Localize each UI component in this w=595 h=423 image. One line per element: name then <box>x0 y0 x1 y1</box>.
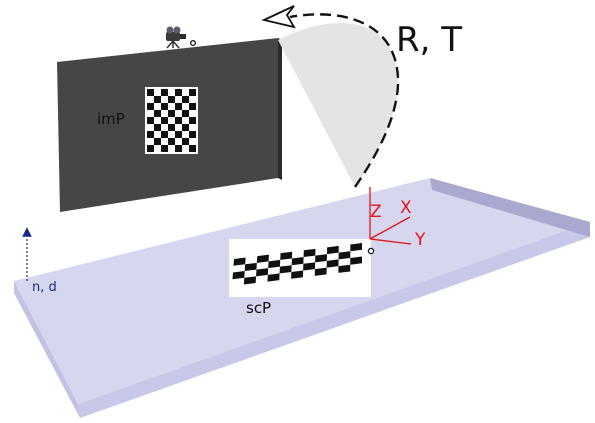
transform-arrowhead <box>261 5 296 29</box>
projected-square <box>267 273 280 282</box>
checker-square <box>168 96 175 103</box>
checker-square <box>154 138 161 145</box>
checker-square <box>175 117 182 124</box>
projected-square <box>244 262 257 272</box>
checker-square <box>175 145 182 152</box>
projected-square <box>233 257 246 266</box>
ground-plane <box>14 178 590 418</box>
checker-square <box>189 145 196 152</box>
projected-square <box>279 265 292 274</box>
ground-front-face <box>14 281 80 418</box>
projected-square <box>256 254 269 263</box>
projected-square <box>280 251 293 260</box>
scene-plane-label: scP <box>246 299 271 317</box>
checker-square <box>161 131 168 138</box>
transform-arc-line <box>289 13 400 188</box>
projected-square <box>314 267 327 276</box>
checker-square <box>154 110 161 117</box>
checker-square <box>175 103 182 110</box>
checker-square <box>147 103 154 110</box>
projected-square <box>256 268 269 277</box>
projected-square <box>291 270 304 279</box>
axis-x-line <box>369 216 411 240</box>
checker-square <box>147 131 154 138</box>
checker-square <box>182 138 189 145</box>
transform-label: R, T <box>396 20 462 60</box>
checker-square <box>189 117 196 124</box>
projected-square <box>291 257 304 266</box>
checker-square <box>147 145 154 152</box>
checker-square <box>168 138 175 145</box>
projected-square <box>243 276 257 285</box>
axis-x-label: X <box>400 198 412 218</box>
axis-y-label: Y <box>414 230 426 250</box>
checker-square <box>147 89 154 96</box>
checker-square <box>189 103 196 110</box>
ground-bottom-face <box>78 222 590 418</box>
projected-square <box>303 262 316 271</box>
projected-square <box>232 271 245 280</box>
projected-square <box>350 243 362 252</box>
checker-square <box>147 117 154 124</box>
projected-square <box>303 248 316 258</box>
image-plane-wall: imP <box>57 38 282 212</box>
checker-square <box>161 117 168 124</box>
checkerboard-pattern <box>147 89 196 152</box>
projected-square <box>326 245 339 255</box>
checker-square <box>175 89 182 96</box>
checker-square <box>161 145 168 152</box>
projected-square <box>268 259 281 269</box>
projected-square <box>338 264 351 273</box>
normal-label: n, d <box>32 280 57 295</box>
checker-square <box>182 96 189 103</box>
ground-back-side <box>430 178 590 237</box>
world-axes <box>369 187 412 245</box>
checker-square <box>168 124 175 131</box>
checker-square <box>189 89 196 96</box>
checker-square <box>189 131 196 138</box>
projected-square <box>326 259 339 268</box>
checker-square <box>154 96 161 103</box>
camera-icon <box>166 26 197 49</box>
origin-marker <box>367 247 375 255</box>
checker-square <box>182 124 189 131</box>
axis-y-line <box>369 238 412 245</box>
transform-arc <box>261 5 400 188</box>
projected-square <box>315 254 327 263</box>
projected-pattern <box>232 243 362 285</box>
checker-square <box>154 124 161 131</box>
scene-plane <box>229 239 375 297</box>
checker-square <box>168 110 175 117</box>
projected-square <box>338 251 351 260</box>
transform-arc-fill <box>278 22 399 188</box>
wall-edge <box>278 38 282 180</box>
checker-square <box>161 103 168 110</box>
checker-square <box>182 110 189 117</box>
checker-square <box>175 131 182 138</box>
axis-z-label: Z <box>370 202 382 222</box>
image-plane-label: imP <box>97 110 125 128</box>
checker-square <box>161 89 168 96</box>
projected-square <box>350 256 362 265</box>
